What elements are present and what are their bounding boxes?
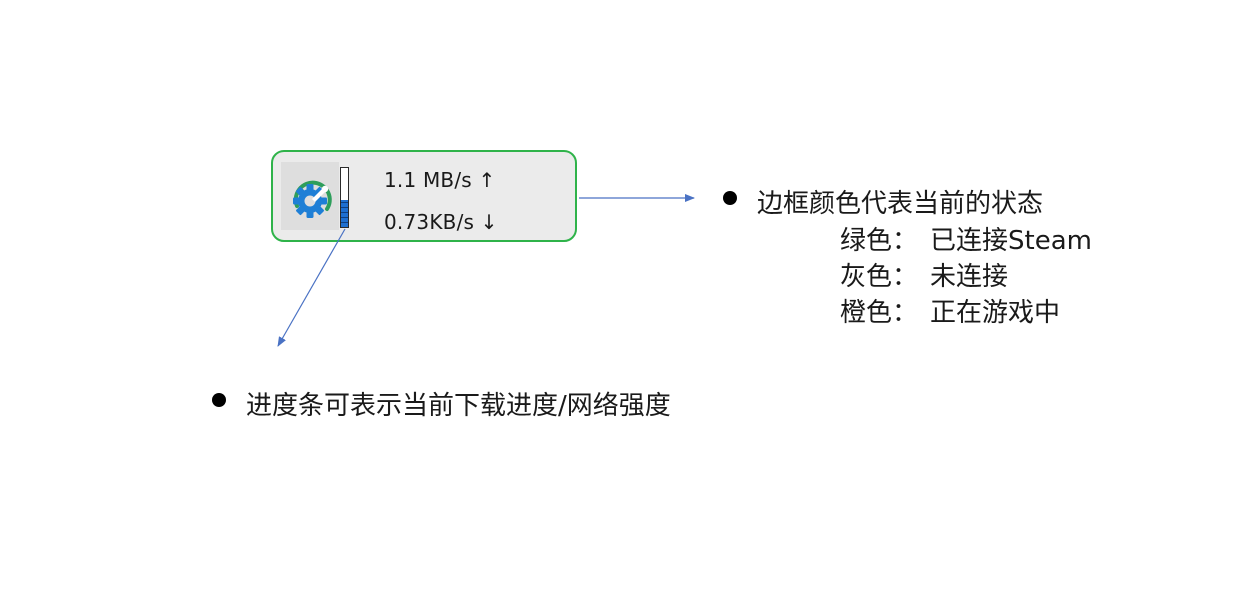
state-orange-label: 橙色： bbox=[840, 298, 919, 328]
border-note-heading: 边框颜色代表当前的状态 bbox=[757, 189, 1044, 219]
progress-arrow bbox=[277, 228, 346, 347]
state-orange-meaning: 正在游戏中 bbox=[930, 298, 1061, 328]
download-speed: 0.73KB/s ↓ bbox=[384, 210, 498, 234]
status-widget[interactable]: 1.1 MB/s ↑ 0.73KB/s ↓ bbox=[271, 150, 577, 242]
state-grey-label: 灰色： bbox=[840, 262, 919, 292]
state-green-label: 绿色： bbox=[840, 226, 919, 256]
upload-speed: 1.1 MB/s ↑ bbox=[384, 168, 496, 192]
bullet-progress-note bbox=[212, 393, 226, 407]
app-icon[interactable] bbox=[281, 162, 339, 230]
state-grey-meaning: 未连接 bbox=[930, 262, 1009, 292]
progress-bar bbox=[340, 167, 349, 228]
gear-wrench-icon bbox=[293, 180, 332, 218]
progress-note-text: 进度条可表示当前下载进度/网络强度 bbox=[246, 391, 671, 421]
bullet-border-note bbox=[723, 191, 737, 205]
progress-fill bbox=[341, 200, 348, 227]
state-green-meaning: 已连接Steam bbox=[930, 226, 1092, 256]
